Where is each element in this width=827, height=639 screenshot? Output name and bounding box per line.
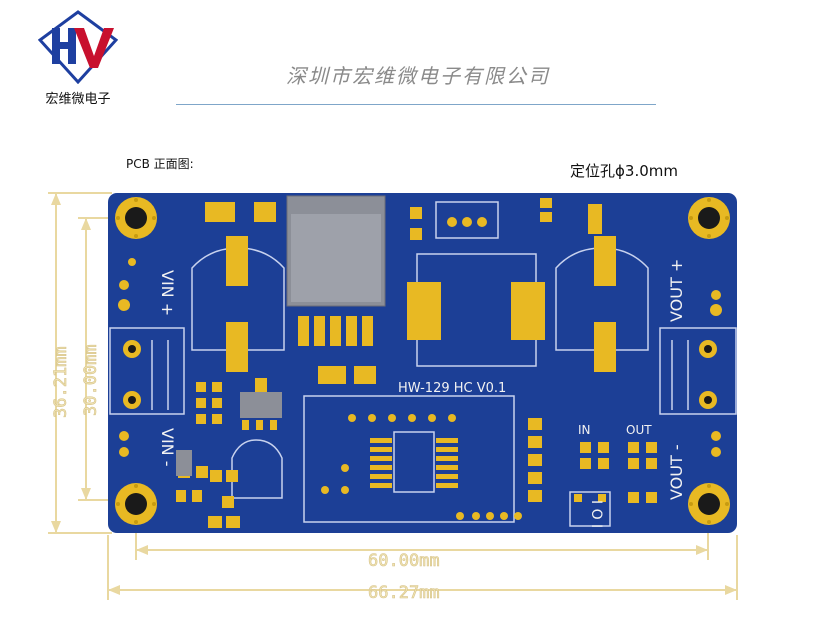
dim-width-inner: 60.00mm bbox=[368, 551, 440, 571]
mounting-hole bbox=[688, 483, 730, 525]
dim-height-outer: 36.21mm bbox=[51, 346, 71, 418]
hw-logo-icon bbox=[38, 10, 118, 84]
logo-caption: 宏维微电子 bbox=[45, 92, 111, 107]
dim-width-outer: 66.27mm bbox=[368, 583, 440, 603]
dim-height-inner: 30.00mm bbox=[81, 344, 101, 416]
silk-vout-minus: VOUT - bbox=[667, 444, 686, 500]
input-terminal bbox=[109, 327, 185, 415]
output-terminal bbox=[659, 327, 737, 415]
smd-pads-top bbox=[205, 198, 602, 384]
power-ic-pins bbox=[298, 316, 373, 346]
dimension-lines bbox=[48, 192, 738, 600]
silkscreen: VIN + VIN - VOUT + VOUT - HW-129 HC V0.1… bbox=[158, 259, 686, 528]
controller-pins bbox=[370, 438, 458, 488]
header-divider bbox=[176, 104, 656, 105]
mounting-hole bbox=[115, 483, 157, 525]
silk-vout-plus: VOUT + bbox=[667, 259, 686, 322]
led-pads bbox=[580, 442, 657, 503]
mounting-holes bbox=[115, 197, 730, 525]
silk-switch: I O I bbox=[588, 500, 604, 528]
mounting-hole bbox=[688, 197, 730, 239]
silk-in: IN bbox=[578, 423, 591, 437]
power-ic-top bbox=[291, 214, 381, 302]
silk-version: HW-129 HC V0.1 bbox=[398, 381, 506, 396]
vias-left bbox=[118, 258, 722, 457]
pcb-view-label: PCB 正面图: bbox=[126, 157, 194, 171]
company-name: 深圳市宏维微电子有限公司 bbox=[286, 64, 550, 88]
controller-outline bbox=[303, 395, 515, 523]
dimension-arrows bbox=[51, 193, 737, 595]
small-transistor bbox=[176, 450, 192, 476]
mounting-hole-label: 定位孔ɸ3.0mm bbox=[570, 162, 678, 180]
pcb-board bbox=[108, 193, 737, 533]
capacitor-pads bbox=[226, 236, 616, 372]
smd-pads-mid bbox=[528, 418, 542, 502]
company-logo: 宏维微电子 bbox=[34, 10, 122, 107]
silk-vin-plus: VIN + bbox=[158, 270, 177, 316]
potentiometer bbox=[435, 201, 499, 239]
inductor bbox=[407, 253, 545, 367]
toggle-switch bbox=[569, 491, 611, 527]
silk-vin-minus: VIN - bbox=[158, 428, 177, 467]
smd-pads-left bbox=[176, 382, 240, 528]
controller-chip bbox=[393, 431, 435, 493]
regulator bbox=[240, 378, 282, 430]
controller-vias bbox=[321, 414, 522, 520]
mounting-hole bbox=[115, 197, 157, 239]
silk-out: OUT bbox=[626, 423, 652, 437]
